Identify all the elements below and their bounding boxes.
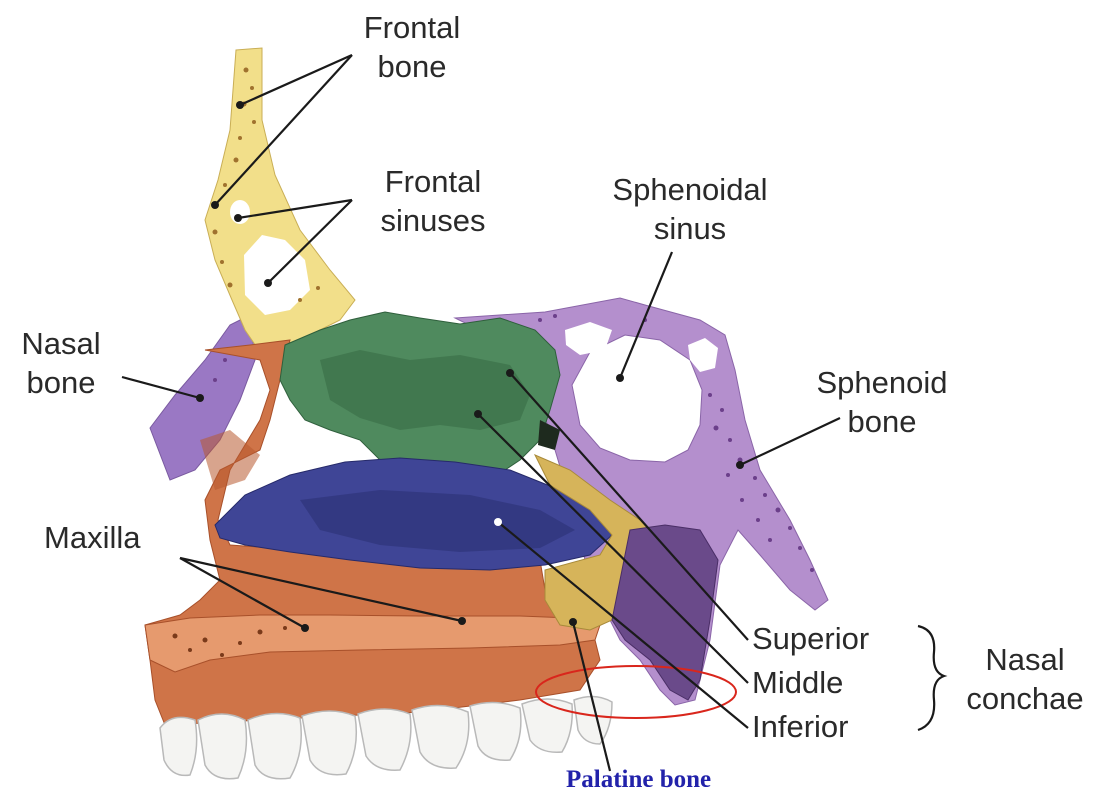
label-nasal-conchae-line1: Nasal xyxy=(945,640,1105,679)
label-maxilla: Maxilla xyxy=(44,518,140,557)
label-inferior: Inferior xyxy=(752,707,848,746)
label-frontal-bone-line1: Frontal xyxy=(352,8,472,47)
label-sphenoid-bone-line1: Sphenoid xyxy=(792,363,972,402)
tooth xyxy=(470,702,521,760)
label-nasal-conchae-line2: conchae xyxy=(945,679,1105,718)
tooth xyxy=(160,717,197,775)
label-sphenoidal-sinus: Sphenoidal sinus xyxy=(580,170,800,248)
label-palatine-bone: Palatine bone xyxy=(566,766,711,794)
label-nasal-bone: Nasal bone xyxy=(6,324,116,402)
label-nasal-bone-line1: Nasal xyxy=(6,324,116,363)
label-nasal-conchae: Nasal conchae xyxy=(945,640,1105,718)
label-sphenoid-bone-line2: bone xyxy=(792,402,972,441)
label-frontal-bone: Frontal bone xyxy=(352,8,472,86)
label-superior: Superior xyxy=(752,619,869,658)
tooth xyxy=(522,699,572,752)
label-sphenoid-bone: Sphenoid bone xyxy=(792,363,972,441)
label-sphenoidal-sinus-line1: Sphenoidal xyxy=(580,170,800,209)
label-frontal-bone-line2: bone xyxy=(352,47,472,86)
tooth xyxy=(358,709,411,770)
label-sphenoidal-sinus-line2: sinus xyxy=(580,209,800,248)
palatine-posterior-shape xyxy=(612,525,718,700)
inferior-concha-dot xyxy=(494,518,502,526)
tooth xyxy=(412,705,469,768)
label-frontal-sinuses: Frontal sinuses xyxy=(358,162,508,240)
label-middle: Middle xyxy=(752,663,843,702)
label-frontal-sinuses-line1: Frontal xyxy=(358,162,508,201)
tooth xyxy=(248,713,301,778)
label-nasal-bone-line2: bone xyxy=(6,363,116,402)
label-frontal-sinuses-line2: sinuses xyxy=(358,201,508,240)
tooth xyxy=(302,711,356,775)
tooth xyxy=(198,714,246,779)
